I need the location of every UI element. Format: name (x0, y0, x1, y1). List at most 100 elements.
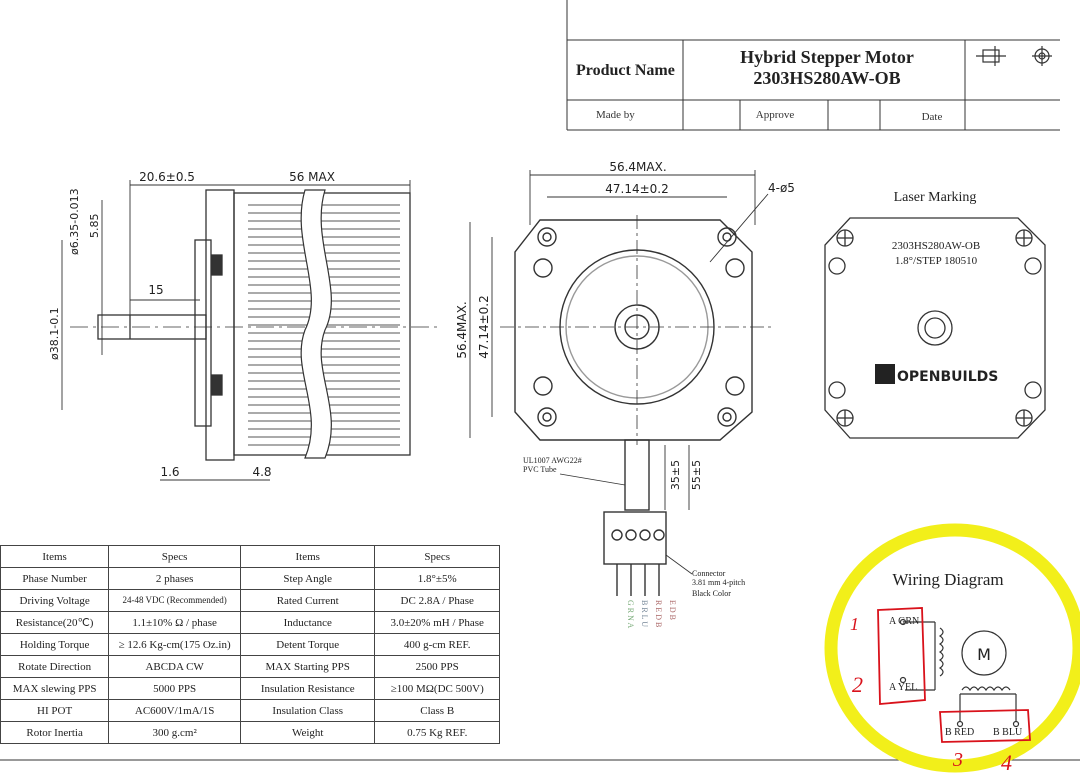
table-cell: AC600V/1mA/1S (108, 699, 241, 722)
label-a-grn: A GRN (889, 616, 919, 627)
table-cell: Driving Voltage (0, 589, 110, 612)
side-dimensions (61, 180, 411, 481)
table-row: Resistance(20℃) 1.1±10% Ω / phase Induct… (0, 611, 500, 634)
table-row: Holding Torque ≥ 12.6 Kg-cm(175 Oz.in) D… (0, 633, 500, 656)
label-a-yel: A YEL (889, 682, 917, 693)
note-2: 2 (852, 672, 863, 697)
laser-step-line: 1.8°/STEP 180510 (895, 255, 978, 267)
wire-col-1: G R N A (626, 600, 635, 628)
yellow-highlight (824, 523, 1080, 773)
table-cell: Insulation Class (239, 699, 376, 722)
date-label: Date (922, 111, 943, 123)
table-cell: 2500 PPS (374, 655, 500, 678)
table-cell: Detent Torque (239, 633, 376, 656)
laser-marking-heading: Laser Marking (894, 190, 977, 205)
made-by-label: Made by (596, 109, 635, 121)
front-dimensions (469, 170, 769, 510)
laser-model: 2303HS280AW-OB (892, 240, 980, 252)
break-line (300, 189, 332, 459)
table-cell: ABCDA CW (108, 655, 241, 678)
table-cell: Weight (239, 721, 376, 744)
table-cell: Specs (108, 545, 241, 568)
dim-height-max: 56.4MAX. (455, 301, 469, 358)
table-cell: 0.75 Kg REF. (374, 721, 500, 744)
table-cell: 24-48 VDC (Recommended) (108, 589, 241, 612)
openbuilds-logo-icon (875, 364, 895, 384)
dim-max: 56 MAX (289, 170, 335, 184)
product-name-label: Product Name (576, 62, 675, 79)
product-title-line1: Hybrid Stepper Motor (740, 47, 914, 67)
dim-hole-spacing: 47.14±0.2 (605, 182, 669, 196)
table-cell: 2 phases (108, 567, 241, 590)
table-cell: Class B (374, 699, 500, 722)
table-cell: Specs (374, 545, 500, 568)
dim-holes: 4-ø5 (768, 181, 795, 195)
table-cell: Inductance (239, 611, 376, 634)
table-cell: 1.8°±5% (374, 567, 500, 590)
cable-label-1: UL1007 AWG22# (523, 456, 582, 465)
table-cell: HI POT (0, 699, 110, 722)
table-cell: 300 g.cm² (108, 721, 241, 744)
table-cell: Rotor Inertia (0, 721, 110, 744)
dim-shaft-dia: ø6.35-0.013 (68, 188, 81, 255)
connector-label-2: 3.81 mm 4-pitch (692, 578, 745, 587)
projection-symbol-icon (976, 46, 1052, 66)
connector-label-3: Black Color (692, 589, 731, 598)
table-row: Rotor Inertia 300 g.cm² Weight 0.75 Kg R… (0, 721, 500, 744)
approve-label: Approve (756, 109, 795, 121)
table-cell: MAX Starting PPS (239, 655, 376, 678)
table-cell: MAX slewing PPS (0, 677, 110, 700)
specs-table: Items Specs Items Specs Phase Number 2 p… (0, 545, 500, 744)
dim-width-max: 56.4MAX. (609, 160, 666, 174)
label-b-red: B RED (945, 727, 974, 738)
note-4: 4 (1001, 750, 1012, 775)
wire-col-3: R E D B (654, 600, 663, 627)
table-cell: Holding Torque (0, 633, 110, 656)
table-row: MAX slewing PPS 5000 PPS Insulation Resi… (0, 677, 500, 700)
table-row: HI POT AC600V/1mA/1S Insulation Class Cl… (0, 699, 500, 722)
table-cell: Items (239, 545, 376, 568)
laser-marking-view (824, 217, 1046, 439)
table-cell: Rated Current (239, 589, 376, 612)
laser-brand: OPENBUILDS (897, 369, 998, 385)
dim-length: 20.6±0.5 (139, 170, 195, 184)
dim-flat-length: 15 (148, 283, 163, 297)
dim-boss: ø38.1-0.1 (48, 307, 61, 360)
label-b-blu: B BLU (993, 727, 1023, 738)
table-row: Items Specs Items Specs (0, 545, 500, 568)
red-annotations (877, 607, 1031, 743)
cable-leader (559, 473, 626, 486)
dim-step: 4.8 (252, 465, 271, 479)
table-row: Driving Voltage 24-48 VDC (Recommended) … (0, 589, 500, 612)
table-cell: 5000 PPS (108, 677, 241, 700)
table-cell: ≥ 12.6 Kg-cm(175 Oz.in) (108, 633, 241, 656)
connector-leader (665, 554, 693, 575)
table-cell: 3.0±20% mH / Phase (374, 611, 500, 634)
front-view (500, 215, 775, 596)
wire-col-4: E D B (668, 600, 677, 620)
table-cell: Step Angle (239, 567, 376, 590)
note-1: 1 (850, 614, 859, 634)
dim-flange: 1.6 (160, 465, 179, 479)
table-cell: Items (0, 545, 110, 568)
dim-cable-2: 55±5 (690, 460, 703, 490)
motor-symbol: M (977, 645, 991, 664)
table-cell: ≥100 MΩ(DC 500V) (374, 677, 500, 700)
table-cell: Resistance(20℃) (0, 611, 110, 634)
cable-label-2: PVC Tube (523, 465, 557, 474)
table-cell: 1.1±10% Ω / phase (108, 611, 241, 634)
dim-cable-1: 35±5 (669, 460, 682, 490)
wire-col-2: B R L U (640, 600, 649, 627)
table-cell: Insulation Resistance (239, 677, 376, 700)
title-block (566, 0, 1060, 131)
table-cell: 400 g-cm REF. (374, 633, 500, 656)
wiring-heading: Wiring Diagram (892, 570, 1003, 589)
table-cell: Phase Number (0, 567, 110, 590)
note-3: 3 (952, 749, 963, 771)
dim-flat: 5.85 (88, 214, 101, 239)
table-row: Rotate Direction ABCDA CW MAX Starting P… (0, 655, 500, 678)
table-cell: DC 2.8A / Phase (374, 589, 500, 612)
table-cell: Rotate Direction (0, 655, 110, 678)
connector-label-1: Connector (692, 569, 726, 578)
